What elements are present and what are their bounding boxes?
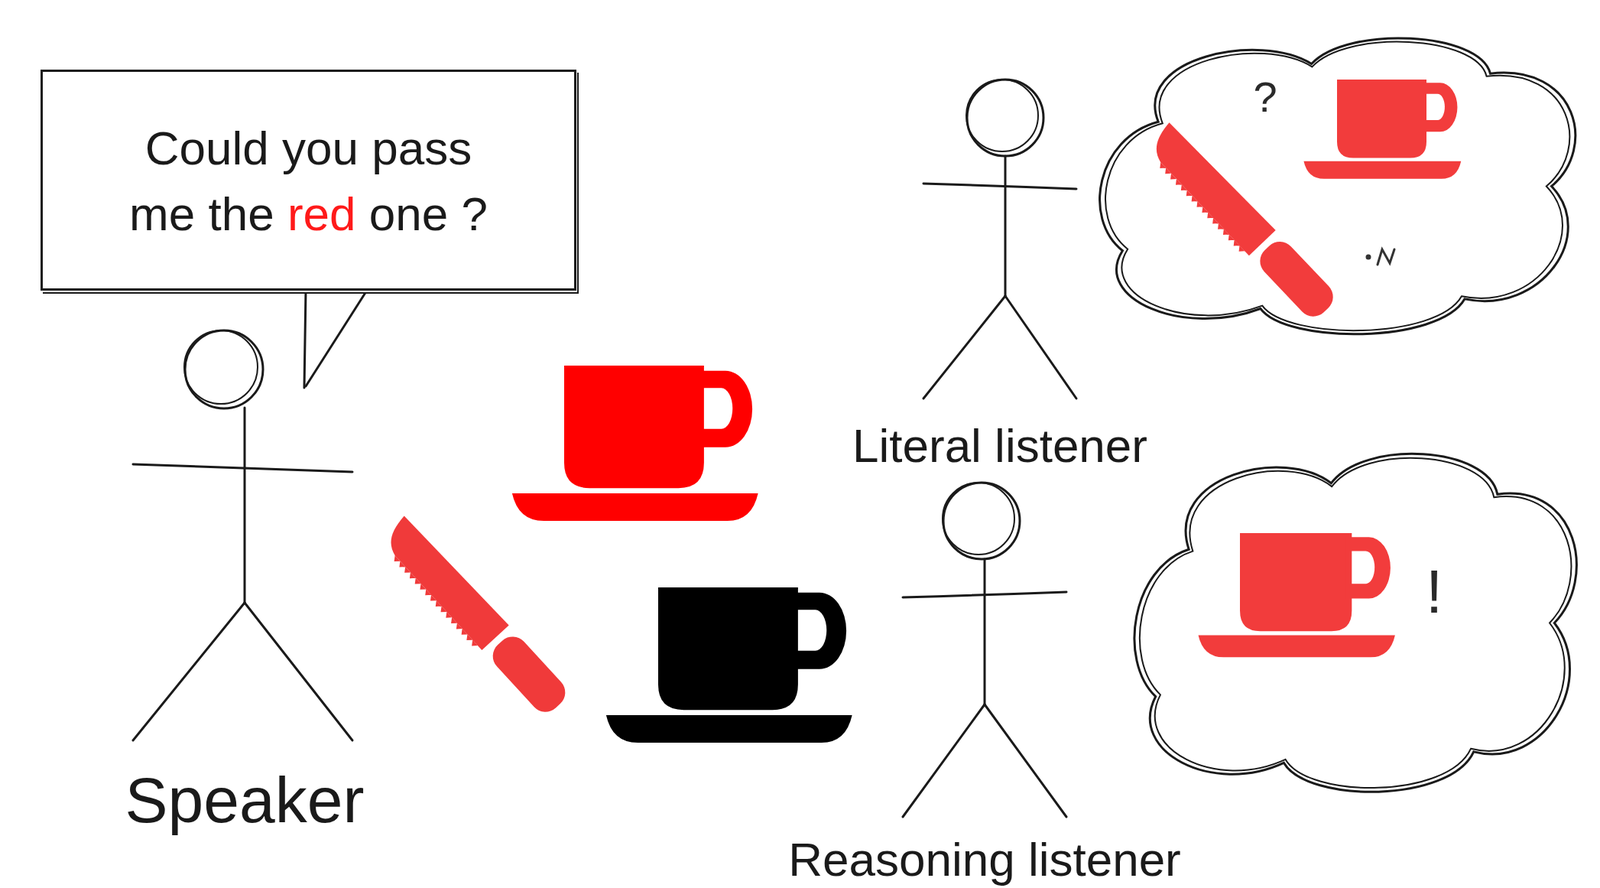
cup-body	[658, 587, 799, 710]
cup-body	[564, 365, 705, 488]
handle-hole	[798, 609, 827, 650]
knife-handle	[486, 629, 572, 718]
leg	[902, 704, 985, 817]
highlight-word: red	[287, 187, 357, 241]
thought-bubble: !	[1117, 438, 1593, 807]
arms	[902, 591, 1067, 598]
tail-line	[304, 288, 306, 388]
leg	[244, 602, 353, 740]
cloud-outline	[1100, 38, 1576, 335]
arms	[923, 183, 1077, 189]
handle-hole	[704, 387, 733, 429]
figure-label: Speaker	[125, 767, 365, 832]
literal-listener-figure	[923, 79, 1077, 399]
head-sketch	[966, 79, 1039, 152]
cup-handle	[697, 370, 753, 448]
knife-blade	[379, 513, 509, 650]
speech-text: Could you pass me the red one ?	[117, 115, 500, 247]
saucer	[606, 714, 853, 743]
word: one	[369, 187, 448, 241]
word: you	[282, 121, 359, 175]
speaker-figure	[133, 330, 353, 740]
cloud-outline-sketch	[1105, 42, 1570, 332]
knife-serration	[391, 554, 478, 649]
word: Could	[145, 121, 270, 175]
tail-line	[305, 288, 368, 387]
cloud-outline	[1134, 453, 1577, 792]
leg	[133, 602, 245, 740]
speech-box: Could you pass me the red one ?	[40, 69, 577, 291]
leg	[923, 295, 1006, 399]
body	[1004, 155, 1007, 296]
figure-label: Literal listener	[852, 421, 1148, 470]
thought-cloud	[1081, 25, 1593, 348]
head-sketch	[942, 482, 1015, 555]
head	[943, 482, 1020, 559]
word: me	[129, 187, 195, 241]
speech-tail	[304, 288, 368, 388]
thought-bubble: ?	[1081, 25, 1593, 348]
head	[967, 79, 1044, 156]
leg	[1005, 295, 1077, 399]
head-sketch	[184, 330, 258, 404]
figure-label: Reasoning listener	[788, 835, 1182, 883]
body	[243, 407, 247, 603]
red-cup	[512, 365, 759, 521]
thought-mark: !	[1425, 561, 1443, 623]
thought-mark: ?	[1252, 75, 1277, 119]
reasoning-listener-figure	[902, 482, 1067, 817]
word: pass	[371, 121, 472, 175]
word: the	[207, 187, 274, 241]
saucer	[512, 493, 759, 521]
word: ?	[460, 187, 487, 241]
arms	[133, 464, 353, 472]
black-cup	[606, 587, 853, 743]
cloud-outline-sketch	[1139, 457, 1572, 788]
body	[983, 558, 987, 705]
thought-cloud	[1117, 438, 1593, 807]
cup-handle	[791, 592, 848, 669]
red-knife	[376, 513, 572, 721]
leg	[984, 704, 1067, 817]
head	[184, 330, 263, 409]
